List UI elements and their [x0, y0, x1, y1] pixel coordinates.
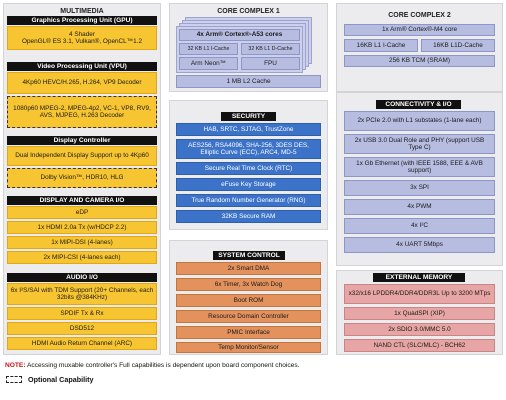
m4-l1-icache: 16KB L1 I-Cache	[344, 39, 418, 52]
note-text: Accessing muxable controller's Full capa…	[25, 362, 300, 369]
a53-l1-icache: 32 KB L1 I-Cache	[179, 43, 238, 55]
gpu-header: Graphics Processing Unit (GPU)	[7, 16, 157, 25]
system-item: Resource Domain Controller	[176, 310, 321, 323]
optional-capability-legend-label: Optional Capability	[28, 375, 94, 384]
connectivity-item: 4x PWM	[344, 199, 495, 215]
audio-io-item: HDMI Audio Return Channel (ARC)	[7, 337, 157, 350]
connectivity-item: 3x SPI	[344, 180, 495, 196]
a53-l1-dcache: 32 KB L1 D-Cache	[241, 43, 300, 55]
gpu-api-text: OpenGL® ES 3.1, Vulkan®, OpenCL™1.2	[21, 38, 143, 45]
system-item: Temp Monitor/Sensor	[176, 342, 321, 353]
gpu-shader-text: 4 Shader	[69, 30, 95, 38]
security-crypto: AES256, RSA4096, SHA-256, 3DES DES, Elli…	[176, 139, 321, 159]
footer-note: NOTE: Accessing muxable controller's Ful…	[5, 362, 299, 369]
memory-item: 1x QuadSPI (XIP)	[344, 307, 495, 320]
m4-l1-dcache: 16KB L1D-Cache	[421, 39, 495, 52]
security-item: Secure Real Time Clock (RTC)	[176, 162, 321, 175]
system-item: 6x Timer, 3x Watch Dog	[176, 278, 321, 291]
a53-cores-label: 4x Arm® Cortex®-A53 cores	[179, 29, 300, 41]
l2-cache: 1 MB L2 Cache	[176, 75, 321, 88]
external-memory-header: EXTERNAL MEMORY	[373, 273, 465, 282]
audio-io-item: DSD512	[7, 322, 157, 335]
audio-sai-tdm: 6x I²S/SAI with TDM Support (20+ Channel…	[7, 283, 157, 305]
security-item: eFuse Key Storage	[176, 178, 321, 191]
vpu-decoder-1080p: 1080p60 MPEG-2, MPEG-4p2, VC-1, VP8, RV9…	[7, 96, 157, 128]
connectivity-item: 4x I²C	[344, 218, 495, 234]
security-item: 32KB Secure RAM	[176, 210, 321, 223]
memory-item: 2x SDIO 3.0/MMC 5.0	[344, 323, 495, 336]
system-item: 2x Smart DMA	[176, 262, 321, 275]
system-item: Boot ROM	[176, 294, 321, 307]
system-control-header: SYSTEM CONTROL	[213, 251, 285, 260]
display-io-item: 1x HDMI 2.0a Tx (w/HDCP 2.2)	[7, 221, 157, 234]
m4-tcm: 256 KB TCM (SRAM)	[344, 55, 495, 67]
note-label: NOTE:	[5, 362, 26, 369]
memory-ddr: x32/x16 LPDDR4/DDR4/DDR3L Up to 3200 MTp…	[344, 284, 495, 304]
vpu-decoder-4k: 4Kp60 HEVC/H.265, H.264, VP9 Decoder	[7, 72, 157, 94]
connectivity-ethernet: 1x Gb Ethernet (with IEEE 1588, EEE & AV…	[344, 157, 495, 177]
display-camera-header: DISPLAY AND CAMERA I/O	[7, 196, 157, 205]
connectivity-usb: 2x USB 3.0 Dual Role and PHY (support US…	[344, 134, 495, 154]
connectivity-pcie: 2x PCIe 2.0 with L1 substates (1-lane ea…	[344, 111, 495, 131]
connectivity-header: CONNECTIVITY & I/O	[376, 100, 461, 109]
core-complex-2-title: CORE COMPLEX 2	[388, 12, 451, 19]
vpu-header: Video Processing Unit (VPU)	[7, 62, 157, 71]
system-item: PMIC Interface	[176, 326, 321, 339]
security-header: SECURITY	[221, 112, 276, 121]
gpu-block: 4 Shader OpenGL® ES 3.1, Vulkan®, OpenCL…	[7, 26, 157, 50]
arm-neon: Arm Neon™	[179, 57, 238, 70]
core-complex-1-title: CORE COMPLEX 1	[217, 8, 280, 15]
display-io-item: 2x MIPI-CSI (4-lanes each)	[7, 251, 157, 264]
m4-core: 1x Arm® Cortex®-M4 core	[344, 24, 495, 36]
display-controller-header: Display Controller	[7, 136, 157, 145]
security-item: True Random Number Generator (RNG)	[176, 194, 321, 207]
multimedia-title: MULTIMEDIA	[60, 8, 104, 15]
dual-display-support: Dual Independent Display Support up to 4…	[7, 146, 157, 166]
memory-item: NAND CTL (SLC/MLC) - BCH62	[344, 339, 495, 352]
security-item: HAB, SRTC, SJTAG, TrustZone	[176, 123, 321, 136]
optional-capability-legend-swatch	[6, 376, 22, 383]
audio-io-header: AUDIO I/O	[7, 273, 157, 282]
display-io-item: 1x MIPI-DSI (4-lanes)	[7, 236, 157, 249]
display-io-item: eDP	[7, 206, 157, 219]
dolby-vision-hdr: Dolby Vision™, HDR10, HLG	[7, 168, 157, 188]
fpu: FPU	[241, 57, 300, 70]
connectivity-item: 4x UART 5Mbps	[344, 237, 495, 253]
audio-io-item: SPDIF Tx & Rx	[7, 307, 157, 320]
